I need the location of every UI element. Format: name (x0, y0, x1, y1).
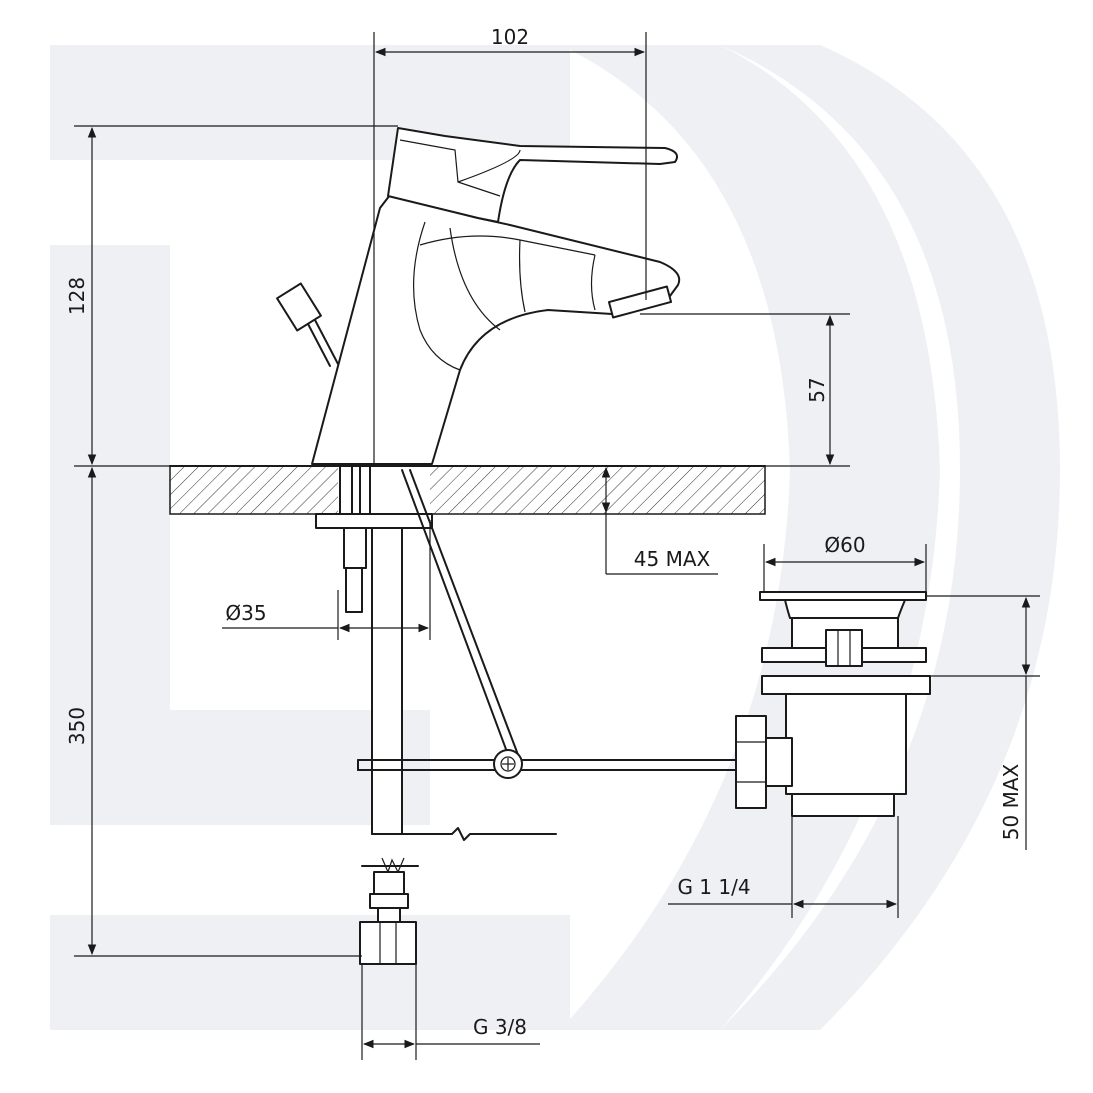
label-waste-diameter: Ø60 (824, 533, 865, 557)
label-worktop-thickness: 45 MAX (634, 547, 711, 571)
waste-valve (735, 591, 931, 817)
label-hole-diameter: Ø35 (225, 601, 266, 625)
label-spout-height: 57 (805, 377, 829, 402)
label-waste-thread: G 1 1/4 (677, 875, 750, 899)
supply-connector (359, 857, 419, 965)
label-total-height: 128 (65, 277, 89, 315)
label-supply-length: 350 (65, 707, 89, 745)
dimension-labels: 102 128 57 45 MAX Ø35 Ø60 350 50 MAX G 1… (65, 25, 1023, 1039)
faucet-body (311, 194, 681, 465)
worktop-section (169, 464, 766, 516)
dimension-lines (74, 32, 1040, 1060)
label-supply-thread: G 3/8 (473, 1015, 527, 1039)
brand-watermark (50, 45, 1060, 1030)
shank-assembly (315, 465, 736, 841)
popup-rod (276, 282, 339, 367)
label-spout-reach: 102 (491, 25, 529, 49)
label-waste-height: 50 MAX (999, 763, 1023, 840)
lever-handle (387, 127, 678, 223)
